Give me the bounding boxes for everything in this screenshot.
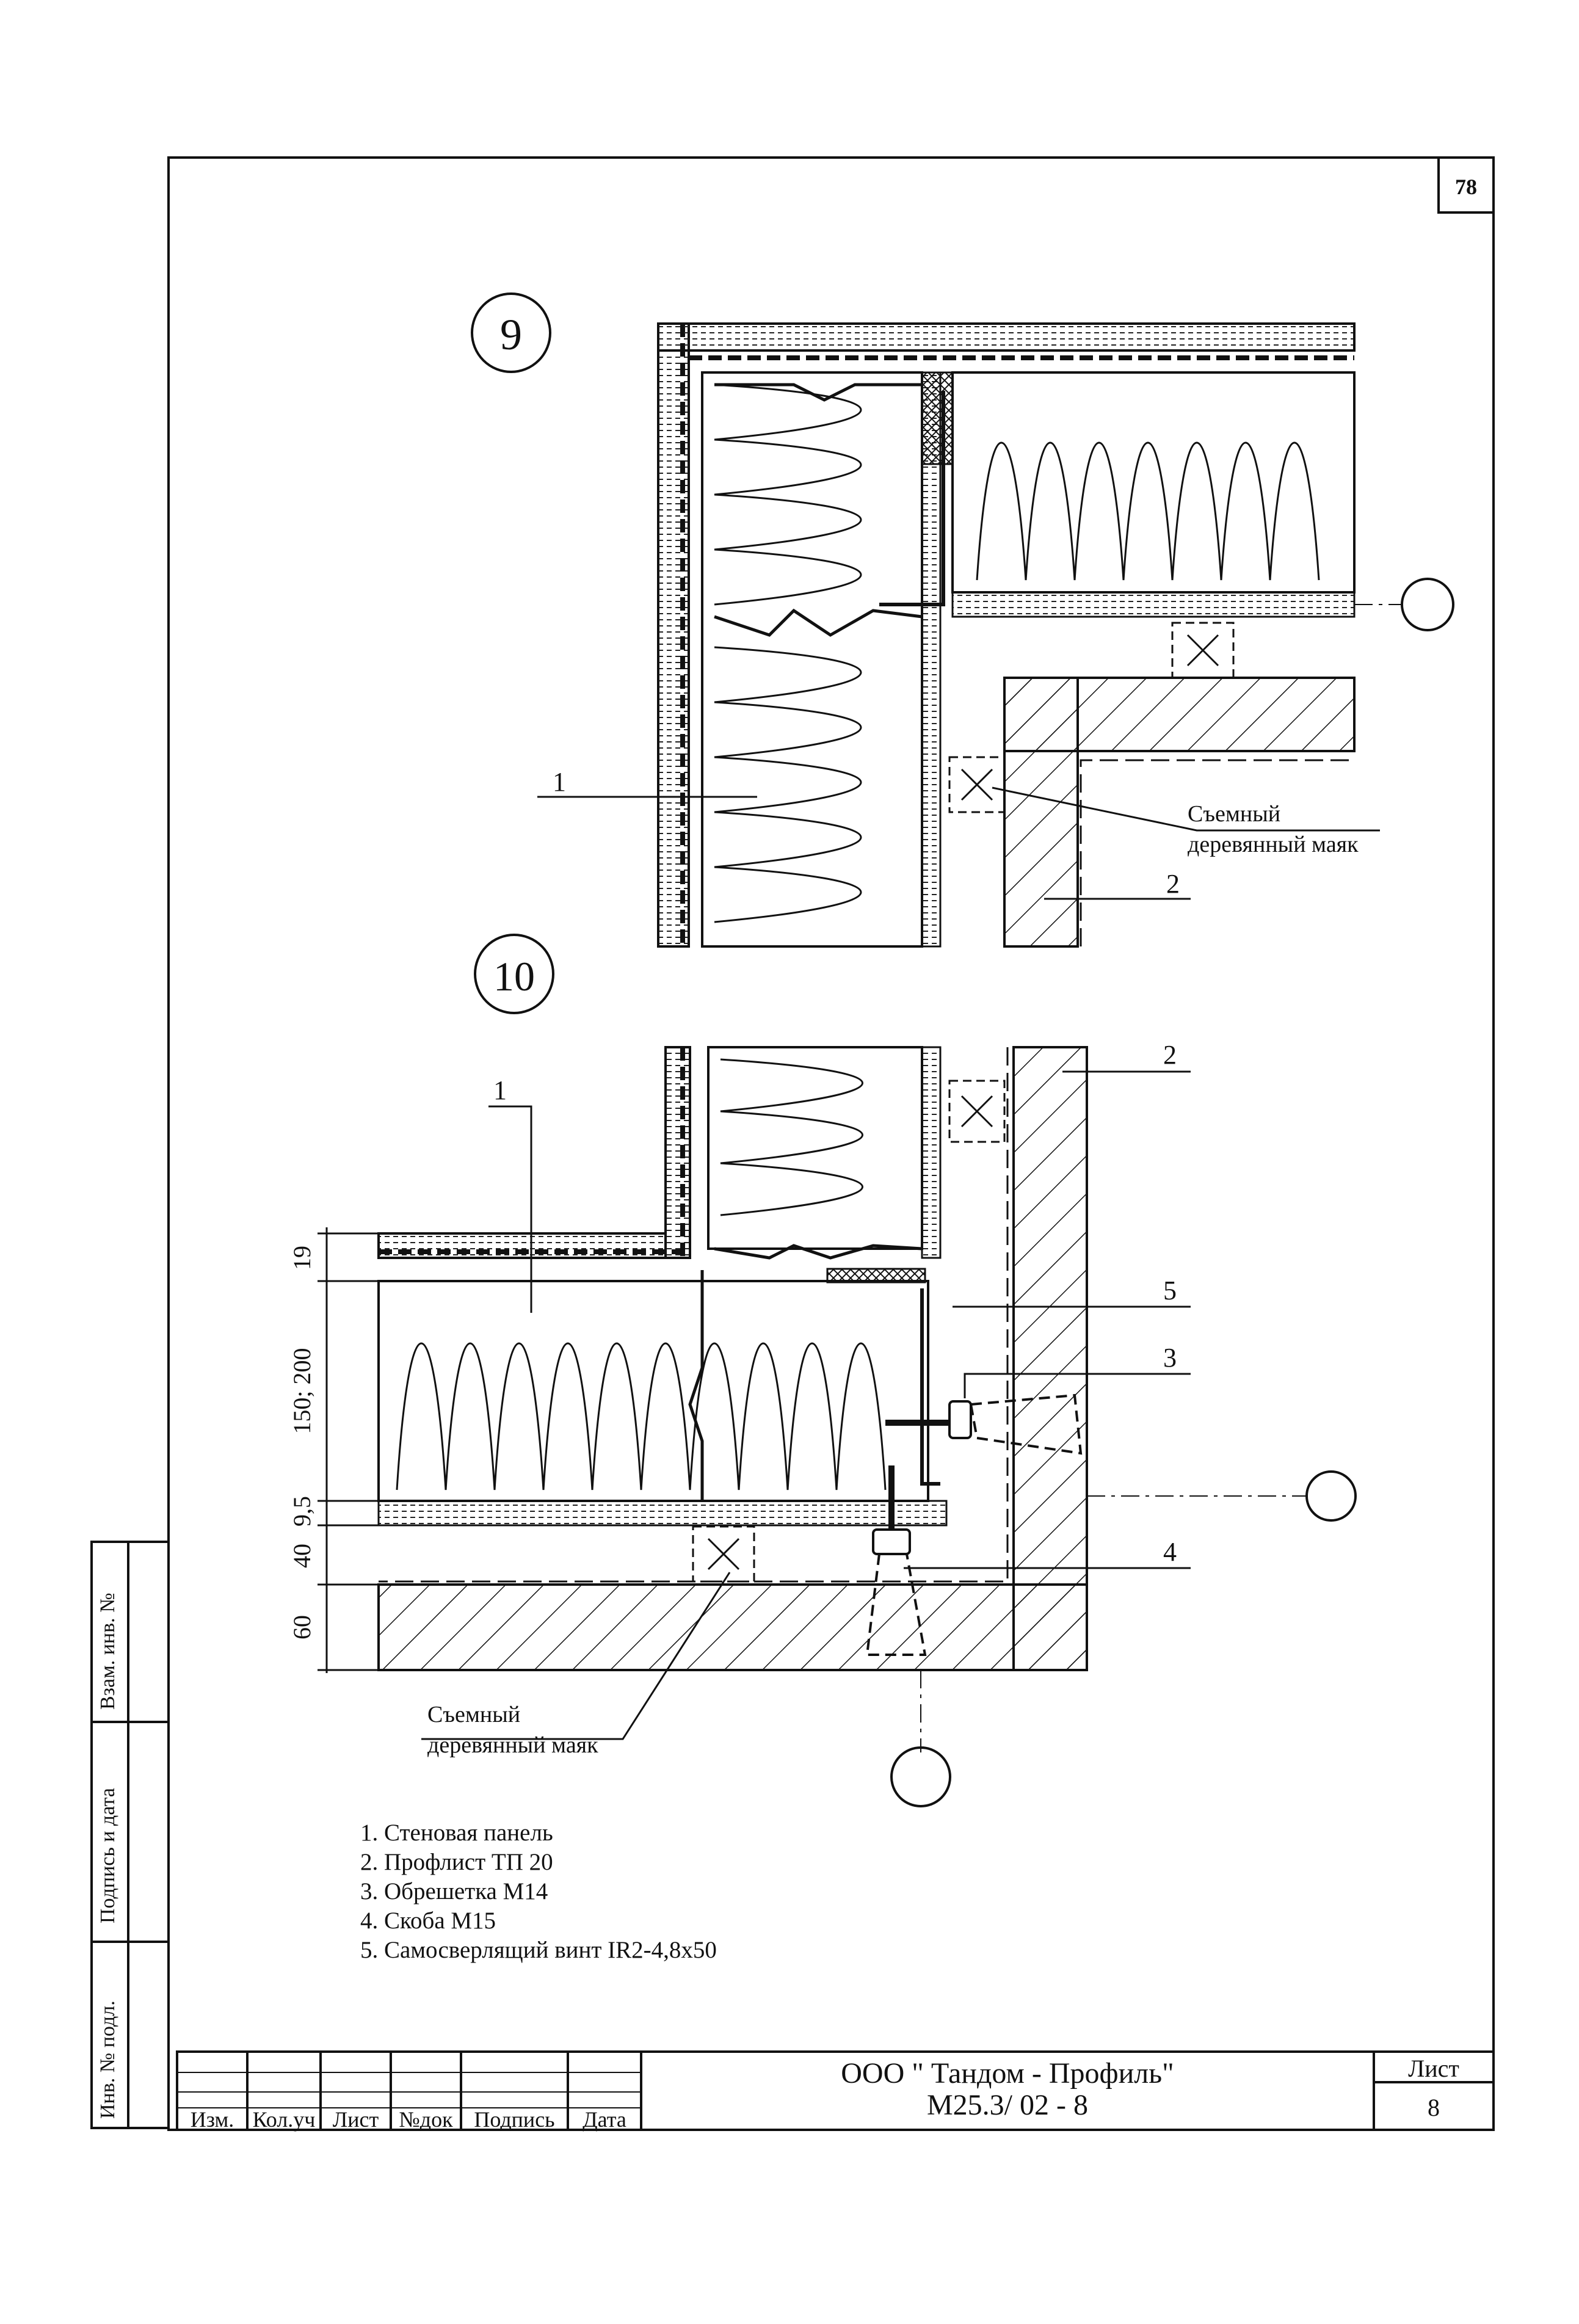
dim-9-5: 9,5: [288, 1496, 316, 1527]
corner-sheet-number: 78: [1455, 175, 1477, 199]
detail-10-wooden-markers: [692, 1080, 1006, 1583]
detail-10-horizontal-panel: [377, 1232, 948, 1527]
legend-item-2: 2. Профлист ТП 20: [360, 1849, 553, 1875]
legend-item-3: 3. Обрешетка М14: [360, 1878, 548, 1905]
detail-9-horizontal-panel: [657, 322, 1356, 618]
detail-10-note-line-2: деревянный маяк: [427, 1732, 598, 1758]
detail-9-axis-marker: [1401, 578, 1454, 631]
document-code: М25.3/ 02 - 8: [927, 2089, 1088, 2121]
stamp-signature-date: Подпись и дата: [96, 1788, 119, 1923]
detail-10-dimension-chain: [318, 1227, 379, 1673]
detail-9-note-line-1: Съемный: [1188, 801, 1280, 827]
legend: 1. Стеновая панель 2. Профлист ТП 20 3. …: [360, 1818, 717, 1965]
detail-9-callout-1: 1: [553, 767, 566, 797]
dim-40: 40: [288, 1544, 316, 1568]
detail-9-callout-2: 2: [1166, 869, 1180, 899]
detail-10-callout-1: 1: [493, 1075, 507, 1105]
sheet-number: 8: [1428, 2094, 1440, 2121]
detail-10-brackets: [865, 1393, 1083, 1656]
detail-10-callout-5: 5: [1163, 1276, 1177, 1305]
detail-10-number: 10: [493, 953, 535, 1000]
legend-item-1: 1. Стеновая панель: [360, 1820, 553, 1846]
detail-10-vertical-panel: [664, 1046, 942, 1260]
tb-col-sheet: Лист: [332, 2107, 379, 2132]
detail-10-axis-marker-bottom: [890, 1746, 951, 1807]
organization-name: ООО " Тандом - Профиль": [841, 2057, 1174, 2090]
detail-9-insulation-horizontal: [879, 391, 1320, 606]
sheet-label: Лист: [1408, 2055, 1459, 2082]
stamp-replace-inv: Взам. инв. №: [96, 1592, 119, 1710]
detail-9-vertical-panel: [657, 322, 942, 948]
tb-col-docnum: №док: [399, 2107, 453, 2132]
detail-10-callout-3: 3: [1163, 1343, 1177, 1373]
title-block-organization-code: ООО " Тандом - Профиль" М25.3/ 02 - 8: [641, 2058, 1374, 2121]
legend-item-4: 4. Скоба М15: [360, 1908, 496, 1934]
dim-19: 19: [288, 1246, 316, 1270]
detail-10-callout-2: 2: [1163, 1040, 1177, 1070]
title-block: [176, 2050, 1495, 2131]
dim-150-200: 150; 200: [288, 1348, 316, 1434]
detail-9-profile-sheet: [1003, 677, 1356, 948]
detail-9-wooden-markers: [948, 622, 1235, 813]
stamp-original-inv: Инв. № подл.: [96, 2000, 119, 2119]
detail-9-note-line-2: деревянный маяк: [1188, 832, 1359, 857]
detail-10-profile-sheet: [377, 1046, 1088, 1671]
detail-9: 9: [471, 292, 1454, 948]
tb-col-date: Дата: [583, 2107, 626, 2132]
legend-item-5: 5. Самосверлящий винт IR2-4,8x50: [360, 1937, 717, 1963]
detail-10-callout-4: 4: [1163, 1537, 1177, 1567]
tb-col-signature: Подпись: [474, 2107, 555, 2132]
tb-col-count: Кол.уч: [252, 2107, 316, 2132]
dim-60: 60: [288, 1615, 316, 1640]
detail-10: 10: [288, 934, 1357, 1807]
detail-9-insulation-vertical: [714, 383, 923, 923]
side-stamp: [90, 1541, 170, 2129]
detail-10-axis-marker-right: [1305, 1470, 1357, 1522]
detail-10-note-line-1: Съемный: [427, 1702, 520, 1727]
tb-col-change: Изм.: [190, 2107, 234, 2132]
detail-9-number: 9: [500, 310, 522, 359]
